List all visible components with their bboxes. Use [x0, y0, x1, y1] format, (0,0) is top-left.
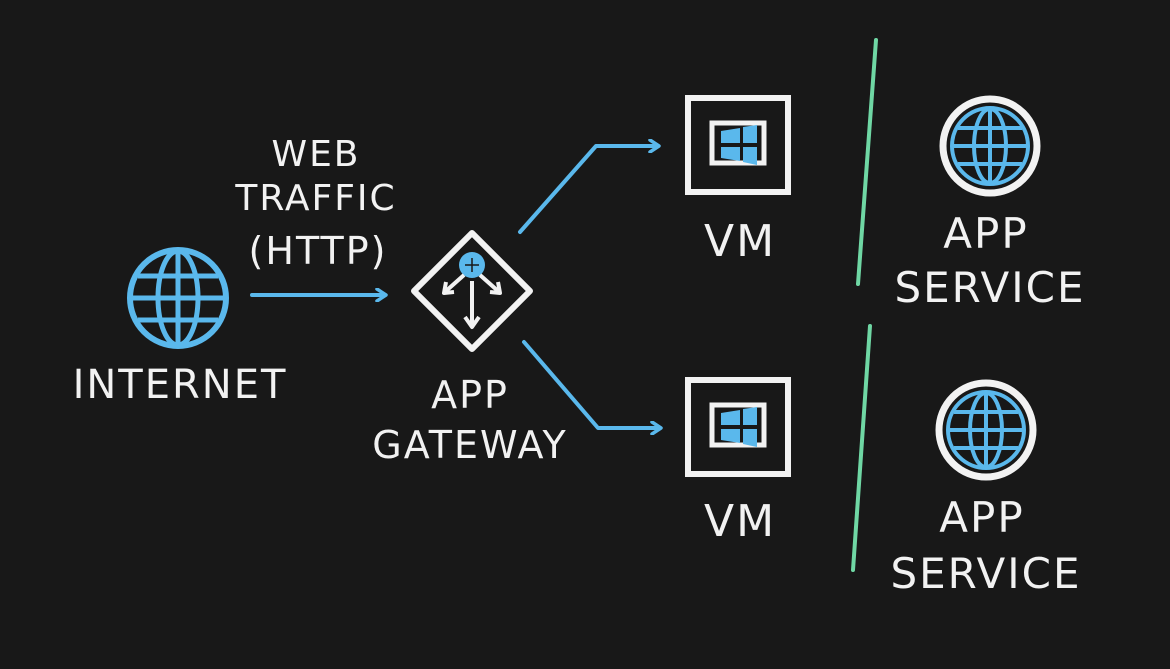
internet-label: INTERNET — [73, 362, 288, 408]
app-service-globe-icon-top — [939, 95, 1041, 197]
app-gateway-icon — [411, 230, 533, 352]
vm-label-bottom: VM — [704, 496, 776, 547]
traffic-label-line1: WEB — [271, 134, 360, 175]
app-service-label-bottom-line2: SERVICE — [890, 549, 1081, 598]
traffic-label-line2: TRAFFIC — [234, 178, 396, 219]
traffic-label-line3: (HTTP) — [249, 229, 388, 273]
vm-label-top: VM — [704, 216, 776, 267]
arrow-gateway-to-vm-top — [518, 146, 658, 234]
gateway-label-line1: APP — [431, 373, 509, 417]
app-service-label-bottom-line1: APP — [939, 493, 1024, 542]
divider-bottom — [851, 324, 872, 572]
app-service-label-top-line2: SERVICE — [894, 263, 1085, 312]
divider-top — [856, 38, 878, 286]
gateway-label-line2: GATEWAY — [372, 423, 567, 467]
windows-vm-icon-bottom — [685, 377, 791, 477]
arrow-gateway-to-vm-bottom — [522, 340, 660, 428]
internet-globe-icon — [127, 247, 229, 349]
windows-vm-icon-top — [685, 95, 791, 195]
app-service-label-top-line1: APP — [943, 209, 1028, 258]
app-service-globe-icon-bottom — [935, 379, 1037, 481]
